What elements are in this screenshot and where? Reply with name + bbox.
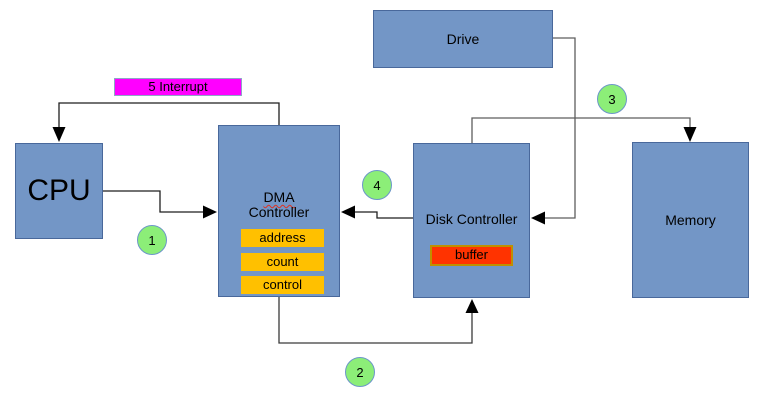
drive-label: Drive	[446, 31, 480, 47]
dma-label-line2: Controller	[248, 204, 310, 220]
arrowhead-into-disk-bottom	[465, 299, 479, 313]
dma-label-line1: DMA	[263, 189, 295, 205]
memory-label: Memory	[665, 212, 716, 228]
arrowhead-into-disk-right	[531, 211, 545, 225]
step-circle-2: 2	[345, 357, 375, 387]
step-circle-1: 1	[137, 225, 167, 255]
cpu-to-dma-connector	[103, 190, 217, 219]
dma-register-count: count	[241, 253, 324, 271]
dma-to-disk-connector	[278, 297, 479, 344]
drive-box: Drive	[373, 10, 553, 68]
disk-buffer: buffer	[430, 245, 513, 266]
dma-controller-label: DMA Controller	[219, 190, 339, 220]
disk-to-memory-connector	[471, 117, 697, 143]
dma-register-address: address	[241, 229, 324, 247]
interrupt-badge: 5 Interrupt	[114, 78, 242, 96]
memory-box: Memory	[632, 142, 749, 298]
arrowhead-into-cpu	[52, 127, 66, 142]
dma-register-control: control	[241, 276, 324, 294]
dma-controller-box: DMA Controller address count control	[218, 125, 340, 297]
cpu-label: CPU	[27, 174, 91, 207]
arrowhead-into-dma-left	[203, 205, 217, 219]
interrupt-connector	[52, 102, 280, 142]
arrowhead-into-memory-top	[683, 127, 697, 142]
drive-to-disk-connector	[531, 37, 576, 225]
disk-to-dma-connector	[341, 205, 413, 219]
step-circle-3: 3	[597, 84, 627, 114]
step-circle-4: 4	[362, 170, 392, 200]
disk-controller-box: Disk Controller buffer	[413, 143, 530, 298]
arrowhead-into-dma-right	[341, 205, 355, 219]
disk-controller-label: Disk Controller	[425, 211, 518, 227]
cpu-box: CPU	[15, 143, 103, 239]
